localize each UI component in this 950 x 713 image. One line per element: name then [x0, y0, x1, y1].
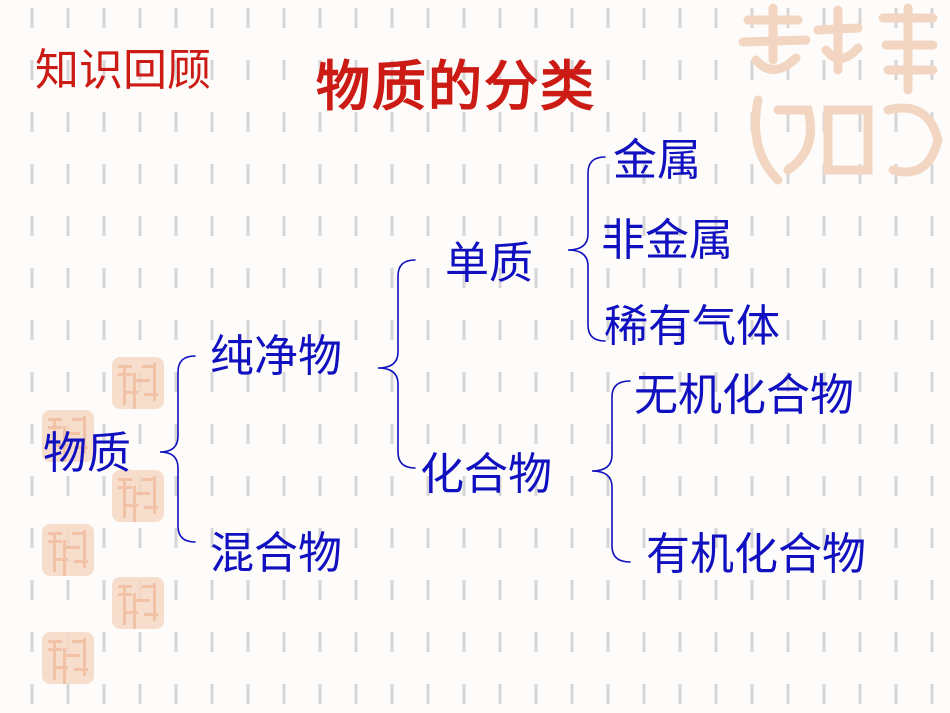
seal-stamp-6	[42, 632, 94, 684]
node-nonmetal: 非金属	[601, 215, 733, 266]
node-mixture: 混合物	[210, 528, 342, 579]
seal-stamp-4	[42, 524, 94, 576]
section-label: 知识回顾	[35, 45, 211, 96]
node-pure-substance: 纯净物	[210, 331, 342, 382]
bracket-pure	[377, 259, 416, 469]
seal-watermark-logo	[738, 3, 943, 185]
seal-stamp-3	[112, 470, 164, 522]
bracket-compound	[591, 380, 631, 563]
seal-stamp-5	[112, 577, 164, 629]
node-organic-compound: 有机化合物	[646, 529, 866, 580]
node-substance: 物质	[43, 428, 131, 479]
page-title: 物质的分类	[316, 55, 596, 118]
node-element-substance: 单质	[445, 238, 533, 289]
bracket-root	[159, 355, 196, 543]
seal-stamp-2	[42, 410, 94, 462]
node-noble-gas: 稀有气体	[604, 301, 780, 352]
bracket-element	[567, 156, 606, 342]
node-inorganic-compound: 无机化合物	[634, 370, 854, 421]
node-metal: 金属	[613, 135, 701, 186]
node-compound: 化合物	[420, 449, 552, 500]
seal-stamp-1	[112, 357, 164, 409]
